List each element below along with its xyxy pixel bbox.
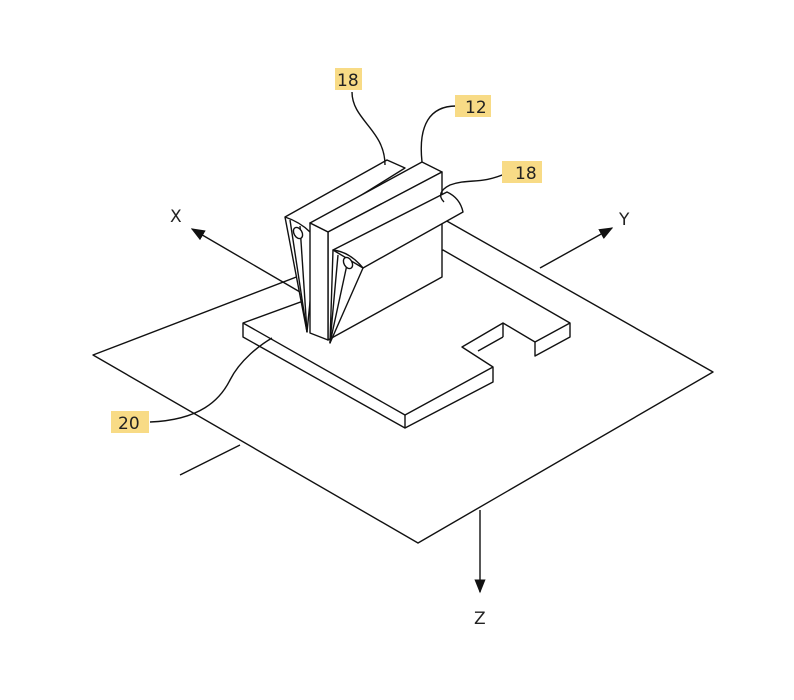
z-axis-label: Z xyxy=(474,609,486,629)
x-axis-arrow xyxy=(190,228,301,293)
leader-line-18-left xyxy=(351,91,386,166)
label-12: 12 xyxy=(455,95,491,118)
svg-text:12: 12 xyxy=(465,98,487,118)
leader-line-20 xyxy=(149,337,273,423)
leader-line-18-right xyxy=(439,172,508,203)
y-axis-label: Y xyxy=(618,210,630,230)
flap-right xyxy=(329,191,464,344)
svg-text:20: 20 xyxy=(118,414,140,434)
label-20: 20 xyxy=(111,411,149,434)
label-18-right: 18 xyxy=(502,161,542,184)
x-axis-label: X xyxy=(170,207,182,227)
label-18-left: 18 xyxy=(335,68,362,91)
svg-text:18: 18 xyxy=(337,71,359,91)
y-axis-arrow xyxy=(539,227,614,269)
svg-text:18: 18 xyxy=(515,164,537,184)
plane-underside-line xyxy=(179,444,241,476)
leader-line-12 xyxy=(420,105,457,163)
